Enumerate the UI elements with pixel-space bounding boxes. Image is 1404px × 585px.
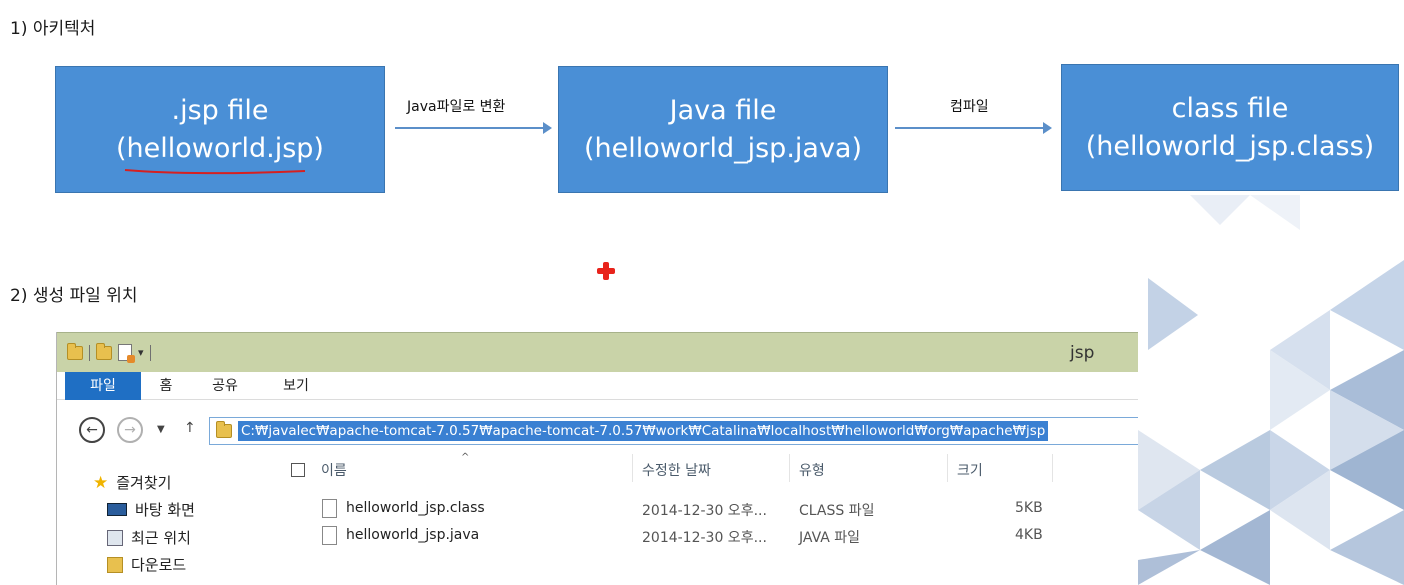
column-name[interactable]: 이름 [321,463,347,479]
red-underline [124,169,306,175]
navigation-bar: ← → ▼ ↑ C:₩javalec₩apache-tomcat-7.0.57₩… [57,400,1138,462]
file-explorer-window: ▾ jsp 파일 홈 공유 보기 ← → ▼ ↑ C:₩javalec₩apac… [56,332,1138,585]
toolbar-separator [149,344,151,361]
jsp-file-box-line1: .jsp file [171,94,269,126]
file-type: JAVA 파일 [799,530,861,546]
properties-icon[interactable] [118,344,135,363]
java-file-box-line1: Java file [669,94,777,126]
tab-view[interactable]: 보기 [283,378,309,394]
address-path[interactable]: C:₩javalec₩apache-tomcat-7.0.57₩apache-t… [238,421,1049,441]
star-icon: ★ [93,472,109,493]
column-separator[interactable] [632,454,633,482]
recent-locations-dropdown-icon[interactable]: ▼ [157,424,165,435]
file-type: CLASS 파일 [799,503,875,519]
ribbon-tabs: 파일 홈 공유 보기 [57,372,1138,400]
column-size[interactable]: 크기 [957,463,983,479]
tab-home[interactable]: 홈 [159,378,173,394]
file-row[interactable]: helloworld_jsp.java 2014-12-30 오후... JAV… [289,523,1138,549]
up-icon[interactable]: ↑ [184,420,196,436]
arrow-convert [395,122,552,134]
file-size: 5KB [1015,500,1043,516]
arrow-convert-label: Java파일로 변환 [407,99,506,115]
arrow-compile-label: 컴파일 [950,99,989,115]
class-file-box: class file (helloworld_jsp.class) [1061,64,1399,191]
navigation-pane: ★ 즐겨찾기 바탕 화면 최근 위치 다운로드 [57,462,277,585]
file-icon [322,526,337,545]
downloads-icon [107,556,123,573]
class-file-box-line1: class file [1171,92,1289,124]
file-date: 2014-12-30 오후... [642,530,767,546]
nav-downloads-label: 다운로드 [131,556,187,574]
new-folder-icon[interactable] [96,342,112,360]
nav-favorites[interactable]: ★ 즐겨찾기 [93,472,171,493]
address-bar[interactable]: C:₩javalec₩apache-tomcat-7.0.57₩apache-t… [209,417,1138,445]
red-cross-icon [597,262,615,280]
sort-ascending-icon: ^ [461,452,470,463]
tab-share[interactable]: 공유 [212,378,238,394]
recent-places-icon [107,529,123,546]
tab-file[interactable]: 파일 [65,372,141,400]
class-file-box-line2: (helloworld_jsp.class) [1085,130,1375,162]
section-location-title: 2) 생성 파일 위치 [10,286,138,306]
forward-icon[interactable]: → [117,417,143,443]
nav-recent-label: 최근 위치 [131,529,191,547]
window-title: jsp [1070,343,1095,363]
file-name: helloworld_jsp.class [346,500,485,516]
file-icon [322,499,337,518]
file-size: 4KB [1015,527,1043,543]
customize-dropdown-icon[interactable]: ▾ [138,346,144,359]
file-list-header: ^ 이름 수정한 날짜 유형 크기 [289,452,1138,484]
column-separator[interactable] [1052,454,1053,482]
nav-desktop[interactable]: 바탕 화면 [107,499,195,520]
java-file-box: Java file (helloworld_jsp.java) [558,66,888,193]
java-file-box-line2: (helloworld_jsp.java) [583,132,862,164]
column-separator[interactable] [947,454,948,482]
nav-recent-places[interactable]: 최근 위치 [107,527,191,548]
file-name: helloworld_jsp.java [346,527,480,543]
quick-access-toolbar: ▾ [67,342,151,363]
column-type[interactable]: 유형 [799,463,825,479]
arrow-compile [895,122,1052,134]
file-row[interactable]: helloworld_jsp.class 2014-12-30 오후... CL… [289,496,1138,522]
select-all-checkbox[interactable] [291,463,305,477]
address-folder-icon [216,421,232,438]
back-icon[interactable]: ← [79,417,105,443]
toolbar-separator [89,344,90,361]
column-date[interactable]: 수정한 날짜 [642,463,711,479]
folder-icon[interactable] [67,342,83,360]
jsp-file-box: .jsp file (helloworld.jsp) [55,66,385,193]
section-architecture-title: 1) 아키텍처 [10,19,96,39]
nav-downloads[interactable]: 다운로드 [107,554,186,575]
nav-desktop-label: 바탕 화면 [135,501,195,519]
jsp-file-box-line2: (helloworld.jsp) [116,132,324,164]
file-date: 2014-12-30 오후... [642,503,767,519]
column-separator[interactable] [789,454,790,482]
nav-favorites-label: 즐겨찾기 [116,474,172,492]
desktop-icon [107,503,127,516]
title-bar: ▾ jsp [57,332,1138,372]
